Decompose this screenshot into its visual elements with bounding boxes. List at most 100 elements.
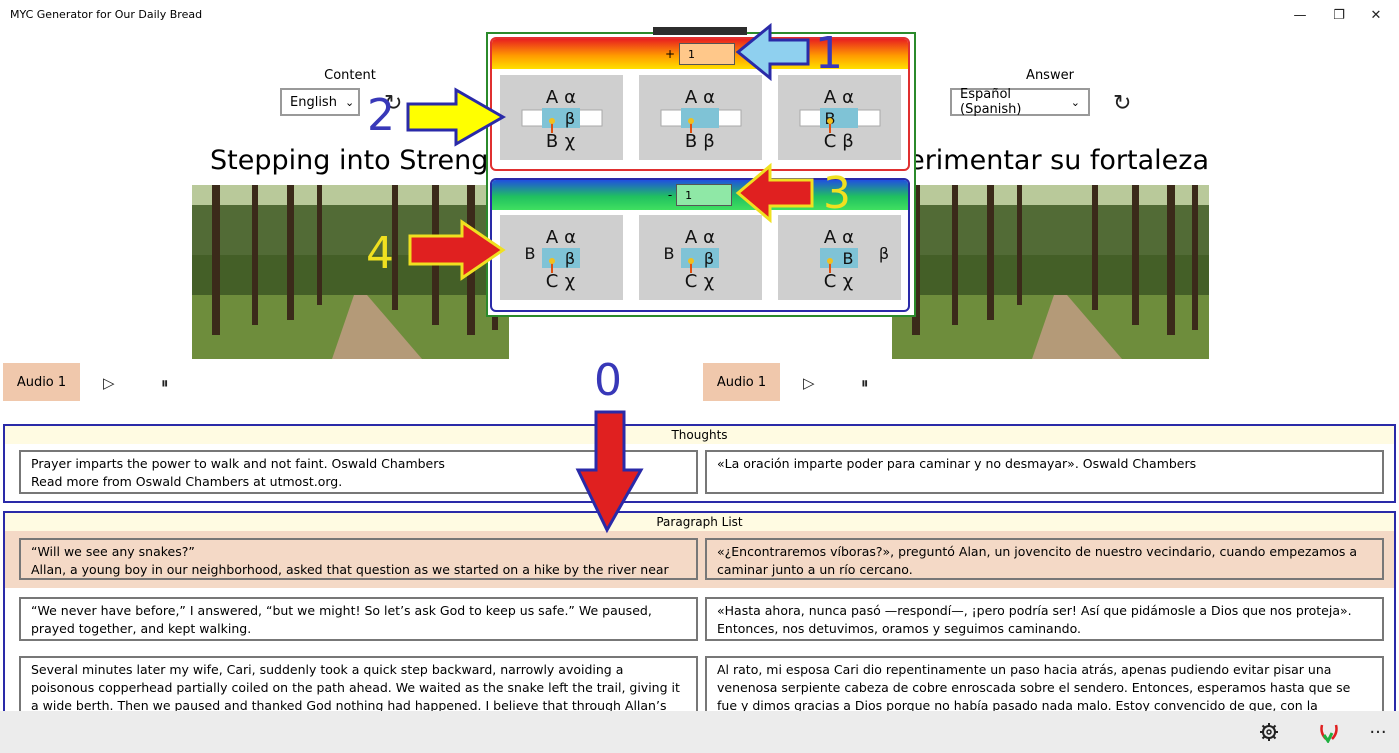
thoughts-answer-cell[interactable]: «La oración imparte poder para caminar y… bbox=[705, 450, 1384, 494]
tile-glyph: B bbox=[685, 131, 697, 152]
plus-layout-tile[interactable]: AαBCβ bbox=[778, 75, 901, 160]
tile-glyph: B bbox=[546, 131, 558, 152]
content-language-select[interactable]: English ⌄ bbox=[280, 88, 360, 116]
paragraph-content-cell[interactable]: “We never have before,” I answered, “but… bbox=[19, 597, 698, 641]
thoughts-content-line: Read more from Oswald Chambers at utmost… bbox=[31, 474, 343, 489]
minimize-button[interactable]: — bbox=[1293, 7, 1307, 23]
answer-label: Answer bbox=[1026, 68, 1074, 83]
app-title: MYC Generator for Our Daily Bread bbox=[10, 8, 203, 21]
thoughts-header: Thoughts bbox=[5, 426, 1394, 444]
popup-drag-handle[interactable] bbox=[653, 27, 747, 35]
content-title: Stepping into Strength bbox=[210, 145, 486, 176]
answer-language-value: Español (Spanish) bbox=[960, 87, 1022, 117]
tile-glyph: α bbox=[842, 227, 854, 248]
answer-pause-icon[interactable]: ⏸ bbox=[861, 374, 869, 392]
paragraph-content-cell[interactable]: Several minutes later my wife, Cari, sud… bbox=[19, 656, 698, 718]
paragraph-line: “We never have before,” I answered, “but… bbox=[31, 603, 652, 636]
minus-step-input[interactable]: 1 bbox=[676, 184, 733, 206]
tile-glyph: β bbox=[565, 109, 575, 128]
answer-language-select[interactable]: Español (Spanish) ⌄ bbox=[950, 87, 1090, 117]
arrow-4 bbox=[408, 219, 506, 281]
paragraph-line: Allan, a young boy in our neighborhood, … bbox=[31, 562, 669, 577]
paragraph-line: Al rato, mi esposa Cari dio repentinamen… bbox=[717, 662, 1351, 713]
tile-glyph: B bbox=[525, 244, 536, 263]
tile-glyph: α bbox=[564, 87, 576, 108]
tile-glyph: χ bbox=[704, 271, 714, 292]
arrow-1 bbox=[735, 22, 810, 82]
paragraph-answer-cell[interactable]: Al rato, mi esposa Cari dio repentinamen… bbox=[705, 656, 1384, 718]
tile-glyph: χ bbox=[565, 271, 575, 292]
arrow-3 bbox=[735, 162, 814, 224]
tile-glyph: A bbox=[546, 227, 559, 248]
content-audio-button[interactable]: Audio 1 bbox=[3, 363, 80, 401]
answer-audio-button[interactable]: Audio 1 bbox=[703, 363, 780, 401]
paragraph-content-cell[interactable]: “Will we see any snakes?” Allan, a young… bbox=[19, 538, 698, 580]
content-play-icon[interactable]: ▷ bbox=[103, 374, 115, 392]
tile-glyph: B bbox=[664, 244, 675, 263]
more-options-icon[interactable]: ··· bbox=[1369, 721, 1387, 743]
paragraph-line: “Will we see any snakes?” bbox=[31, 544, 195, 559]
annotation-number-2: 2 bbox=[367, 90, 395, 141]
arrow-2 bbox=[406, 87, 507, 147]
answer-play-icon[interactable]: ▷ bbox=[803, 374, 815, 392]
content-pause-icon[interactable]: ⏸ bbox=[161, 374, 169, 392]
annotation-number-0: 0 bbox=[594, 355, 622, 406]
bottom-app-bar bbox=[0, 711, 1399, 753]
answer-title: Experimentar su fortaleza bbox=[904, 145, 1209, 176]
paragraph-answer-cell[interactable]: «Hasta ahora, nunca pasó —respondí—, ¡pe… bbox=[705, 597, 1384, 641]
minus-sign: - bbox=[667, 188, 673, 202]
tile-glyph: χ bbox=[565, 131, 575, 152]
content-refresh-icon[interactable]: ↻ bbox=[384, 91, 403, 116]
thoughts-answer-line: «La oración imparte poder para caminar y… bbox=[717, 456, 1197, 471]
answer-refresh-icon[interactable]: ↻ bbox=[1113, 91, 1132, 116]
paragraph-answer-cell[interactable]: «¿Encontraremos víboras?», preguntó Alan… bbox=[705, 538, 1384, 580]
plus-group-header: + 1 bbox=[492, 39, 908, 69]
maximize-button[interactable]: ❐ bbox=[1333, 7, 1345, 23]
paragraph-list-header: Paragraph List bbox=[5, 513, 1394, 531]
tile-glyph: β bbox=[704, 249, 714, 268]
chevron-down-icon: ⌄ bbox=[344, 95, 355, 109]
tile-glyph: A bbox=[546, 87, 559, 108]
tile-glyph: β bbox=[565, 249, 575, 268]
annotation-number-1: 1 bbox=[815, 28, 843, 79]
tile-glyph: C bbox=[685, 271, 698, 292]
paragraph-line: «¿Encontraremos víboras?», preguntó Alan… bbox=[717, 544, 1358, 577]
paragraph-line: Several minutes later my wife, Cari, sud… bbox=[31, 662, 680, 713]
layout-toggle-icon[interactable] bbox=[1309, 711, 1349, 753]
content-label: Content bbox=[324, 68, 376, 83]
plus-step-input[interactable]: 1 bbox=[679, 43, 736, 65]
tile-glyph: α bbox=[703, 227, 715, 248]
tile-glyph: B bbox=[843, 249, 854, 268]
tile-glyph: A bbox=[685, 87, 698, 108]
tile-glyph: β bbox=[879, 244, 889, 263]
close-button[interactable]: ✕ bbox=[1370, 7, 1382, 23]
minus-group-header: - 1 bbox=[492, 180, 908, 210]
content-language-value: English bbox=[290, 94, 337, 110]
paragraph-line: «Hasta ahora, nunca pasó —respondí—, ¡pe… bbox=[717, 603, 1352, 636]
tile-glyph: α bbox=[564, 227, 576, 248]
tile-glyph: β bbox=[842, 131, 854, 152]
chevron-down-icon: ⌄ bbox=[1070, 95, 1080, 109]
tile-glyph: C bbox=[546, 271, 559, 292]
arrow-0 bbox=[575, 410, 644, 534]
tile-glyph: C bbox=[824, 271, 837, 292]
settings-gear-icon[interactable] bbox=[1249, 711, 1289, 753]
tile-glyph: β bbox=[703, 131, 715, 152]
thoughts-content-line: Prayer imparts the power to walk and not… bbox=[31, 456, 445, 471]
tile-glyph: A bbox=[685, 227, 698, 248]
tile-glyph: α bbox=[842, 87, 854, 108]
layout-diagram-icon: AαBCβ bbox=[799, 87, 881, 152]
tile-glyph: A bbox=[824, 87, 837, 108]
tile-glyph: C bbox=[824, 131, 837, 152]
